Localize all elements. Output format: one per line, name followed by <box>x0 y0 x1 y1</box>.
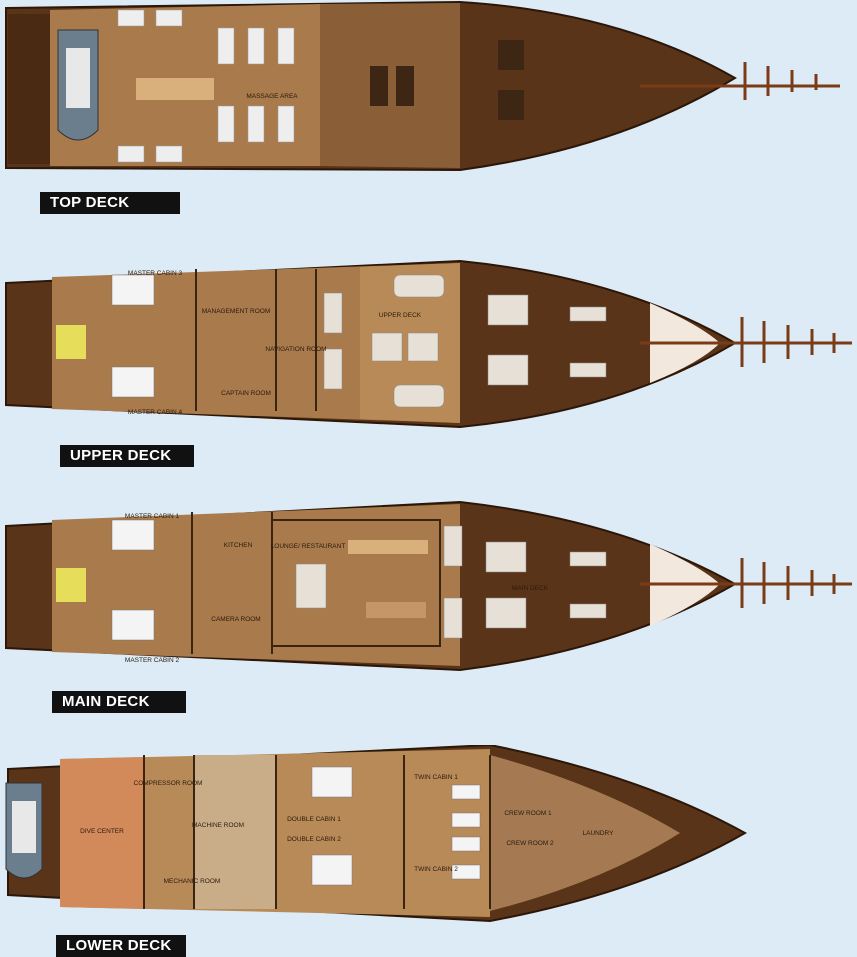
room-label-master2: MASTER CABIN 2 <box>125 657 180 664</box>
room-label-crew1: CREW ROOM 1 <box>504 810 552 817</box>
room-label-mechanic: MECHANIC ROOM <box>164 878 221 885</box>
dining-table <box>348 540 428 618</box>
yellow-daybed <box>56 325 86 359</box>
bar-counter <box>136 78 214 100</box>
bowsprit <box>640 558 852 608</box>
bowsprit <box>640 317 852 367</box>
loungers <box>117 9 295 163</box>
room-label-twin2: TWIN CABIN 2 <box>414 866 458 873</box>
cabin-beds <box>111 274 155 398</box>
room-label-laundry: LAUNDRY <box>583 830 615 837</box>
deck-furniture <box>323 274 607 408</box>
top-deck-label: TOP DECK <box>40 192 180 214</box>
yellow-daybed <box>56 568 86 602</box>
room-label-master1: MASTER CABIN 1 <box>125 513 180 520</box>
room-label-compressor: COMPRESSOR ROOM <box>134 780 203 787</box>
cabin-beds <box>311 766 481 886</box>
interior-walls <box>191 512 441 654</box>
lower-deck-hull <box>7 745 748 923</box>
room-label-twin1: TWIN CABIN 1 <box>414 774 458 781</box>
room-label-crew2: CREW ROOM 2 <box>506 840 554 847</box>
room-label-camera: CAMERA ROOM <box>211 616 260 623</box>
room-label-maindeck: MAIN DECK <box>512 585 549 592</box>
bowsprit <box>640 62 840 100</box>
room-label-massage: MASSAGE AREA <box>246 93 298 100</box>
top-deck-plan: MASSAGE AREA <box>5 0 840 172</box>
room-label-upperdeck: UPPER DECK <box>379 312 422 319</box>
main-deck-label: MAIN DECK <box>52 691 186 713</box>
cabin-beds <box>111 519 155 641</box>
tender-boat <box>5 782 43 879</box>
room-label-management: MANAGEMENT ROOM <box>202 308 271 315</box>
room-label-navigation: NAVIGATION ROOM <box>265 346 326 353</box>
table-set <box>370 40 524 120</box>
upper-deck-plan: MASTER CABIN 3 MASTER CABIN 4 MANAGEMENT… <box>5 259 852 429</box>
interior-walls <box>143 755 491 909</box>
room-label-lounge: LOUNGE/ RESTAURANT <box>271 543 346 550</box>
lower-deck-label: LOWER DECK <box>56 935 186 957</box>
upper-deck-label: UPPER DECK <box>60 445 194 467</box>
main-deck-plan: MASTER CABIN 1 MASTER CABIN 2 KITCHEN CA… <box>5 500 852 672</box>
room-label-captain: CAPTAIN ROOM <box>221 390 271 397</box>
lower-deck-plan: DIVE CENTER COMPRESSOR ROOM MACHINE ROOM… <box>5 745 748 923</box>
room-label-double1: DOUBLE CABIN 1 <box>287 816 341 823</box>
room-label-master4: MASTER CABIN 4 <box>128 409 183 416</box>
room-label-dive: DIVE CENTER <box>80 828 124 835</box>
room-label-master3: MASTER CABIN 3 <box>128 270 183 277</box>
room-label-kitchen: KITCHEN <box>224 542 253 549</box>
room-label-machine: MACHINE ROOM <box>192 822 244 829</box>
deck-furniture <box>295 525 607 639</box>
interior-walls <box>195 269 317 411</box>
room-label-double2: DOUBLE CABIN 2 <box>287 836 341 843</box>
tender-boat <box>57 29 99 141</box>
